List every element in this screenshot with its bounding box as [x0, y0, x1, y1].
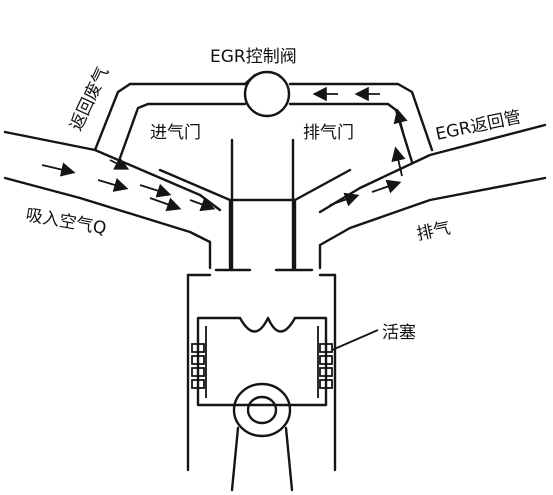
egr-return-pipe	[93, 82, 434, 164]
connecting-rod	[230, 382, 294, 492]
exhaust-flow-arrows	[329, 179, 402, 207]
piston-label: 活塞	[382, 323, 416, 343]
piston-leader-line	[331, 329, 379, 351]
egr-control-valve	[243, 70, 291, 118]
egr-return-pipe-label: EGR返回管	[434, 107, 523, 145]
exhaust-duct	[318, 123, 547, 270]
intake-duct	[3, 130, 222, 270]
intake-flow-arrows	[41, 156, 216, 212]
manifold	[158, 168, 352, 270]
intake-valve	[214, 138, 252, 272]
exhaust-valve	[274, 138, 314, 272]
egr-flow-arrows	[312, 86, 408, 177]
intake-air-label: 吸入空气Q	[24, 205, 108, 239]
piston	[191, 316, 333, 407]
exhaust-label: 排气	[415, 218, 452, 245]
egr-valve-label: EGR控制阀	[210, 47, 297, 67]
cylinder	[186, 273, 337, 472]
intake-valve-label: 进气门	[150, 123, 201, 143]
exhaust-valve-label: 排气门	[303, 123, 354, 143]
